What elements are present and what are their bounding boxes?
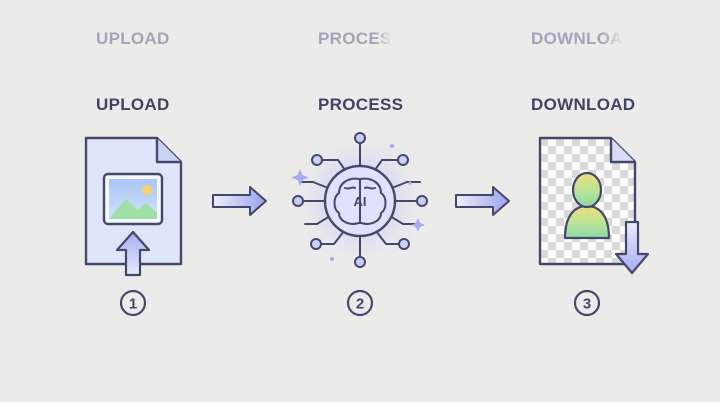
- picture-icon: [102, 172, 164, 226]
- ai-brain-network-icon: AI: [291, 132, 428, 268]
- step-number-badge-1: 1: [119, 289, 147, 317]
- person-silhouette-icon: [563, 171, 611, 240]
- down-arrow-icon: [614, 220, 650, 275]
- ghost-label-download: DOWNLOA: [531, 29, 623, 48]
- ghost-label-upload: UPLOAD: [96, 29, 170, 48]
- download-cutout-file-icon: [538, 136, 650, 275]
- step-number-1: 1: [129, 296, 137, 313]
- step-label-process: PROCESS: [318, 95, 404, 114]
- step-label-download: DOWNLOAD: [531, 95, 636, 114]
- step-number-badge-2: 2: [346, 289, 374, 317]
- step-label-upload: UPLOAD: [96, 95, 170, 114]
- right-arrow-icon-1: [212, 186, 267, 216]
- step-number-2: 2: [356, 296, 364, 313]
- upload-image-file-icon: [84, 136, 183, 277]
- step-number-3: 3: [583, 296, 591, 313]
- up-arrow-icon: [115, 230, 151, 277]
- step-number-badge-3: 3: [573, 289, 601, 317]
- right-arrow-icon-2: [455, 186, 510, 216]
- ghost-label-process: PROCES: [318, 29, 392, 48]
- ai-badge: AI: [354, 194, 367, 209]
- brain-icon: [333, 177, 387, 225]
